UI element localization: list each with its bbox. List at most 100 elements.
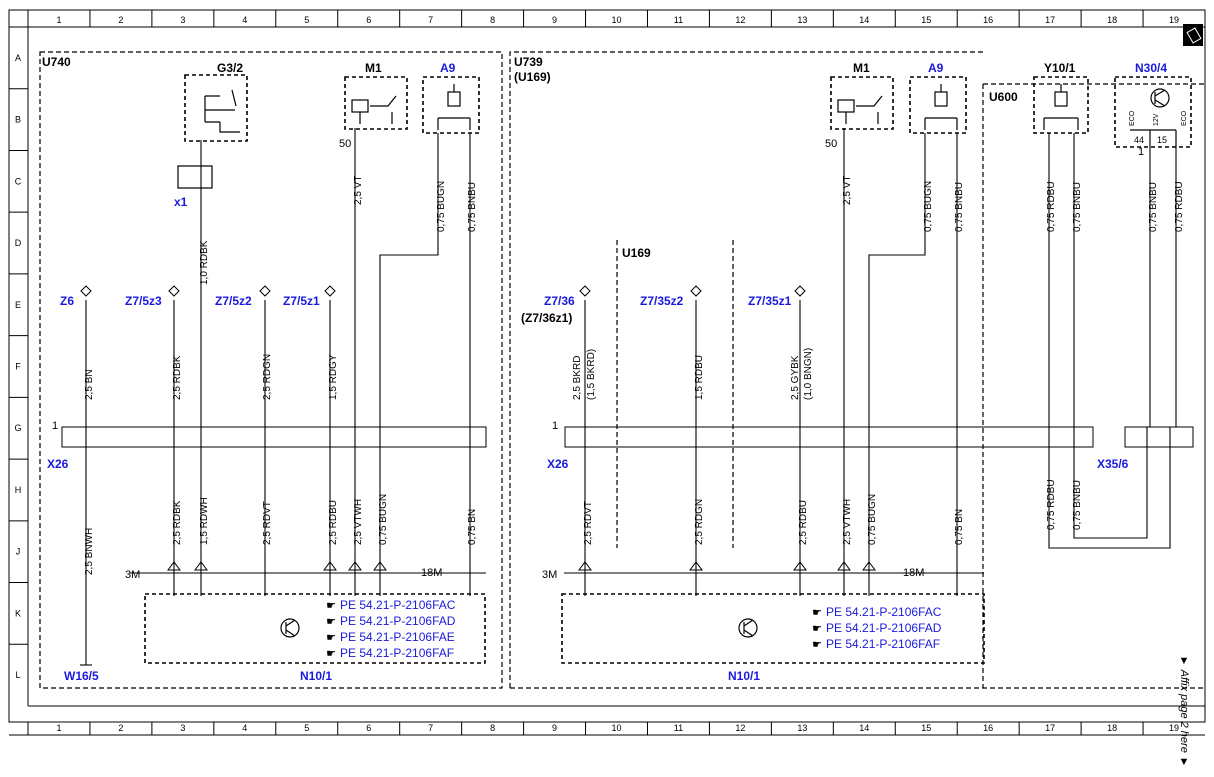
- x26-right-label: X26: [547, 457, 569, 471]
- wire-label: 0,75 BUGN: [378, 494, 389, 545]
- column-number: 3: [180, 15, 185, 25]
- column-number: 8: [490, 15, 495, 25]
- a9-left-label: A9: [440, 61, 456, 75]
- column-number: 10: [611, 15, 621, 25]
- column-number: 1: [56, 723, 61, 733]
- a9-right-label: A9: [928, 61, 944, 75]
- column-number: 4: [242, 723, 247, 733]
- column-number: 5: [304, 15, 309, 25]
- column-number: 19: [1169, 15, 1179, 25]
- u169-label: U169: [622, 246, 651, 260]
- g3-2-box: [184, 74, 248, 142]
- column-number: 12: [735, 723, 745, 733]
- n10-1-left-box: [144, 593, 486, 664]
- row-letter: J: [16, 547, 21, 557]
- wire-label: 2,5 RDGN: [262, 354, 273, 400]
- wire-label: 0,75 RDBU: [1046, 479, 1057, 530]
- reference-link[interactable]: PE 54.21-P-2106FAE: [340, 630, 455, 644]
- column-number: 1: [56, 15, 61, 25]
- pointing-hand-icon: ☛: [326, 632, 336, 644]
- g3-2-label: G3/2: [217, 61, 243, 75]
- m1-left-box: [344, 76, 408, 130]
- reference-list-right: ☛PE 54.21-P-2106FAC☛PE 54.21-P-2106FAD☛P…: [812, 605, 942, 651]
- wire-label: 1,5 RDGY: [328, 354, 339, 400]
- wire-label: 0,75 BUGN: [867, 494, 878, 545]
- column-number: 16: [983, 15, 993, 25]
- pointing-hand-icon: ☛: [812, 639, 822, 651]
- n10-1-right-box: [561, 593, 985, 664]
- a9-right-box: [909, 76, 967, 134]
- wire-label: (1,5 BKRD): [586, 349, 597, 400]
- x26-right-pin1: 1: [552, 420, 558, 432]
- w16-5-label: W16/5: [64, 669, 99, 683]
- wire-group: [80, 128, 1177, 666]
- x35-6-bar: [1124, 426, 1194, 448]
- column-number: 6: [366, 723, 371, 733]
- wire-label: 2,5 GYBK: [790, 355, 801, 400]
- z7-5z3-label: Z7/5z3: [125, 294, 162, 308]
- u169-paren-label: (U169): [514, 70, 551, 84]
- row-letter: K: [15, 608, 21, 618]
- column-number: 14: [859, 723, 869, 733]
- column-number: 2: [118, 723, 123, 733]
- reference-link[interactable]: PE 54.21-P-2106FAC: [340, 598, 456, 612]
- z7-5z2-label: Z7/5z2: [215, 294, 252, 308]
- reference-link[interactable]: PE 54.21-P-2106FAF: [340, 646, 454, 660]
- wire-label: 2,5 VT: [842, 176, 853, 205]
- row-letter: E: [15, 300, 21, 310]
- column-number: 17: [1045, 15, 1055, 25]
- pin50-left: 50: [339, 138, 351, 150]
- x26-left-pin1: 1: [52, 420, 58, 432]
- wire-label: 2,5 VT: [353, 176, 364, 205]
- wire-label: 0,75 BNBU: [1072, 480, 1083, 530]
- m1-right-box: [830, 76, 894, 130]
- reference-link[interactable]: PE 54.21-P-2106FAD: [826, 621, 942, 635]
- z6-label: Z6: [60, 294, 74, 308]
- column-number: 3: [180, 723, 185, 733]
- x26-left-bar: [61, 426, 487, 448]
- wire-label: 2,5 RDGN: [694, 499, 705, 545]
- wire-label: 0,75 BN: [467, 509, 478, 545]
- u739-label: U739: [514, 55, 543, 69]
- wire-label: 2,5 RDBK: [172, 500, 183, 545]
- row-letter: G: [14, 423, 21, 433]
- wire-label: 2,5 RDBK: [172, 355, 183, 400]
- wire-label: 0,75 BN: [954, 509, 965, 545]
- reference-link[interactable]: PE 54.21-P-2106FAC: [826, 605, 942, 619]
- wire-label: 2,5 VTWH: [842, 499, 853, 545]
- pointing-hand-icon: ☛: [812, 607, 822, 619]
- u739-frame: [509, 51, 984, 688]
- reference-link[interactable]: PE 54.21-P-2106FAF: [826, 637, 940, 651]
- n10-1-left-label: N10/1: [300, 669, 332, 683]
- sheet-border: [8, 9, 1206, 723]
- n30-pin44: 44: [1134, 135, 1144, 145]
- x26-right-bar: [564, 426, 1094, 448]
- y10-1-box: [1033, 76, 1089, 134]
- column-number: 9: [552, 15, 557, 25]
- column-number: 6: [366, 15, 371, 25]
- column-number: 4: [242, 15, 247, 25]
- wire-label: 0,75 BUGN: [436, 181, 447, 232]
- x1-label: x1: [174, 195, 188, 209]
- n30-4-box: [1114, 76, 1192, 148]
- row-letter: L: [15, 670, 20, 680]
- a9-left-box: [422, 76, 480, 134]
- wire-label: 2,5 BN: [84, 369, 95, 400]
- wire-label: 0,75 BUGN: [923, 181, 934, 232]
- n30-pin15: 15: [1157, 135, 1167, 145]
- z7-36-label: Z7/36: [544, 294, 575, 308]
- pointing-hand-icon: ☛: [326, 616, 336, 628]
- row-letter: F: [15, 362, 21, 372]
- 3m-left: 3M: [125, 569, 140, 581]
- column-number: 9: [552, 723, 557, 733]
- wire-label: 1,5 RDWH: [199, 497, 210, 545]
- wire-label: 1,5 RDBU: [694, 355, 705, 400]
- wire-label: (1,0 BNGN): [803, 348, 814, 400]
- column-number: 15: [921, 15, 931, 25]
- column-number: 19: [1169, 723, 1179, 733]
- n30-eco-1: ECO: [1129, 110, 1136, 126]
- n30-4-label: N30/4: [1135, 61, 1167, 75]
- reference-link[interactable]: PE 54.21-P-2106FAD: [340, 614, 456, 628]
- column-number: 7: [428, 15, 433, 25]
